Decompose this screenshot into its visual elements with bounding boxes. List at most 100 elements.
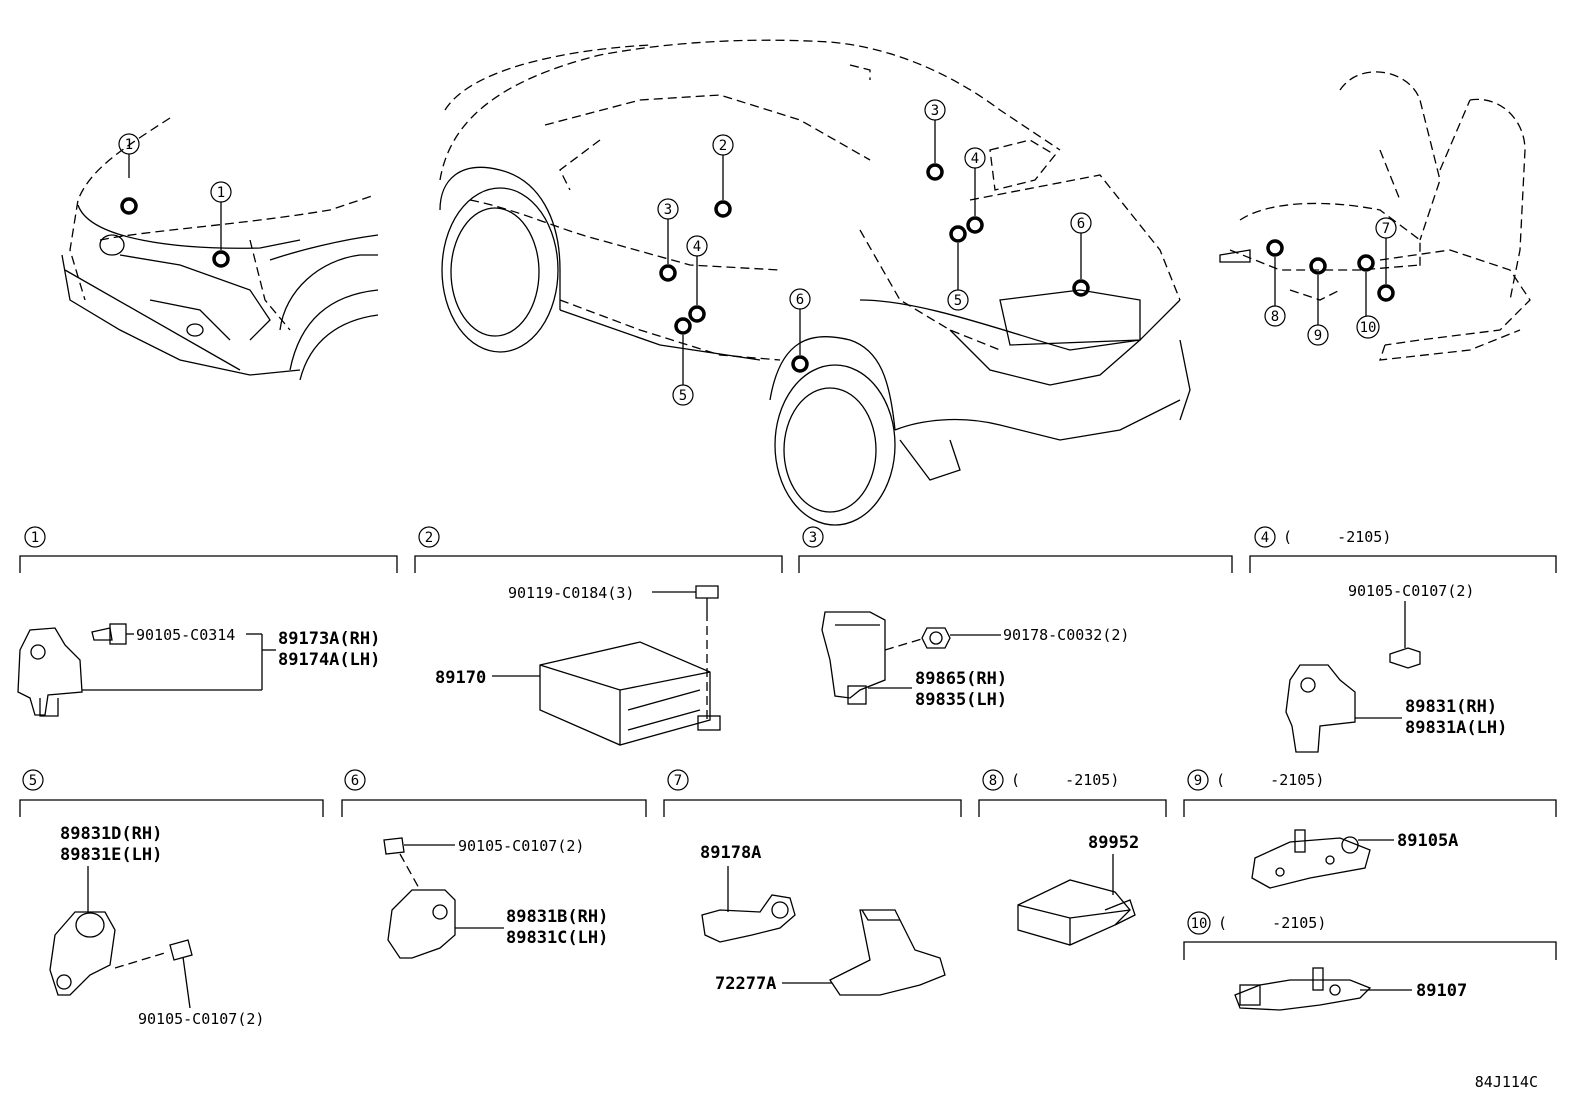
seat-illustration <box>1219 71 1531 361</box>
sensor-location-marker <box>688 305 706 323</box>
sensor-location-marker <box>791 355 809 373</box>
part-number-label: 90105-C0107(2) <box>138 1010 264 1028</box>
section-6-parts: 90105-C0107(2) 89831B(RH) 89831C(LH) <box>383 837 608 959</box>
section-10-header: 10 ( -2105) <box>1183 911 1557 960</box>
part-number-label: 72277A <box>715 974 776 994</box>
part-number-label: 89831A(LH) <box>1405 718 1507 738</box>
seat-position-sensor-drawing <box>1251 837 1371 889</box>
part-number-label: 89831B(RH) <box>506 907 608 927</box>
part-number-label: 89831D(RH) <box>60 824 162 844</box>
section-date-note: ( -2105) <box>1011 771 1119 789</box>
callout-label: 4 <box>693 239 701 255</box>
part-number-label: 90105-C0107(2) <box>1348 582 1474 600</box>
callout-label: 7 <box>1382 221 1390 237</box>
part-number-label: 90178-C0032(2) <box>1003 626 1129 644</box>
part-number-label: 90105-C0314 <box>136 626 235 644</box>
section-1-parts: 90105-C0314 89173A(RH) 89174A(LH) <box>17 623 380 717</box>
sensor-location-marker <box>949 225 967 243</box>
buckle-switch-drawing <box>1234 979 1372 1011</box>
section-2-parts: 90119-C0184(3) 89170 <box>435 584 721 746</box>
sensor-location-marker <box>714 200 732 218</box>
part-number-label: 89831C(LH) <box>506 928 608 948</box>
part-number-label: 89835(LH) <box>915 690 1007 710</box>
section-5-parts: 89831D(RH) 89831E(LH) 90105-C0107(2) <box>49 824 264 1028</box>
diagram-code: 84J114C <box>1475 1073 1538 1091</box>
section-9-header: 9 ( -2105) <box>1183 769 1557 817</box>
rear-airbag-sensor-drawing <box>49 911 116 996</box>
section-7-parts: 89178A 72277A <box>700 843 946 996</box>
section-date-note: ( -2105) <box>1218 914 1326 932</box>
section-3-parts: 90178-C0032(2) 89865(RH) 89835(LH) <box>821 611 1129 710</box>
bracket-drawing <box>829 909 946 996</box>
sensor-location-marker <box>1072 279 1090 297</box>
sensor-location-marker <box>926 163 944 181</box>
overview-callouts: 1 1 2 3 3 4 4 5 <box>118 99 1397 406</box>
sensor-location-marker <box>1357 254 1375 272</box>
part-number-label: 89170 <box>435 668 486 688</box>
part-number-label: 89952 <box>1088 833 1139 853</box>
sensor-location-marker <box>212 250 230 268</box>
sensor-location-marker <box>120 197 138 215</box>
svg-text:5: 5 <box>29 773 37 789</box>
section-7-header: 7 <box>663 769 962 817</box>
part-number-label: 89831(RH) <box>1405 697 1497 717</box>
side-airbag-sensor-drawing <box>1285 664 1356 753</box>
callout-label: 1 <box>217 185 225 201</box>
front-view-illustration <box>61 117 379 381</box>
part-number-label: 89107 <box>1416 981 1467 1001</box>
sensor-location-marker <box>1266 239 1284 257</box>
sensor-location-marker <box>659 264 677 282</box>
occupant-classification-ecu-drawing <box>1017 879 1131 946</box>
svg-text:1: 1 <box>31 530 39 546</box>
bolt-drawing <box>695 585 719 599</box>
callout-label: 2 <box>719 138 727 154</box>
section-2-header: 2 <box>414 526 783 573</box>
svg-text:8: 8 <box>989 773 997 789</box>
callout-label: 10 <box>1360 320 1377 336</box>
sensor-drawing <box>387 889 456 959</box>
callout-label: 6 <box>796 292 804 308</box>
part-number-label: 90119-C0184(3) <box>508 584 634 602</box>
callout-label: 5 <box>679 388 687 404</box>
part-number-label: 89831E(LH) <box>60 845 162 865</box>
svg-text:4: 4 <box>1261 530 1269 546</box>
section-date-note: ( -2105) <box>1283 528 1391 546</box>
nut-drawing <box>921 627 951 649</box>
part-number-label: 89173A(RH) <box>278 629 380 649</box>
svg-text:3: 3 <box>809 530 817 546</box>
sensor-location-marker <box>966 216 984 234</box>
callout-label: 1 <box>125 137 133 153</box>
section-5-header: 5 <box>19 769 324 817</box>
airbag-control-module-drawing <box>539 641 711 746</box>
section-8-header: 8 ( -2105) <box>978 769 1167 817</box>
bolt-drawing <box>1389 647 1421 669</box>
section-10-parts: 89107 <box>1234 967 1467 1011</box>
section-4-header: 4 ( -2105) <box>1249 526 1557 573</box>
section-9-parts: 89105A <box>1251 829 1458 889</box>
seat-sensor-drawing <box>701 894 796 943</box>
sensor-location-marker <box>1377 284 1395 302</box>
svg-text:10: 10 <box>1191 916 1208 932</box>
callout-label: 3 <box>664 202 672 218</box>
vehicle-overview-illustration <box>439 39 1191 526</box>
section-1-header: 1 <box>19 526 398 573</box>
callout-label: 3 <box>931 103 939 119</box>
callout-label: 9 <box>1314 328 1322 344</box>
callout-label: 6 <box>1077 216 1085 232</box>
bolt-drawing <box>383 837 405 855</box>
part-number-label: 89105A <box>1397 831 1458 851</box>
front-airbag-sensor-drawing <box>17 627 83 716</box>
section-date-note: ( -2105) <box>1216 771 1324 789</box>
section-6-header: 6 <box>341 769 647 817</box>
svg-text:9: 9 <box>1194 773 1202 789</box>
part-number-label: 90105-C0107(2) <box>458 837 584 855</box>
callout-label: 4 <box>971 151 979 167</box>
part-number-label: 89174A(LH) <box>278 650 380 670</box>
part-number-label: 89178A <box>700 843 761 863</box>
svg-text:2: 2 <box>425 530 433 546</box>
callout-label: 8 <box>1271 309 1279 325</box>
sensor-location-marker <box>674 317 692 335</box>
sensor-location-marker <box>1309 257 1327 275</box>
part-number-label: 89865(RH) <box>915 669 1007 689</box>
